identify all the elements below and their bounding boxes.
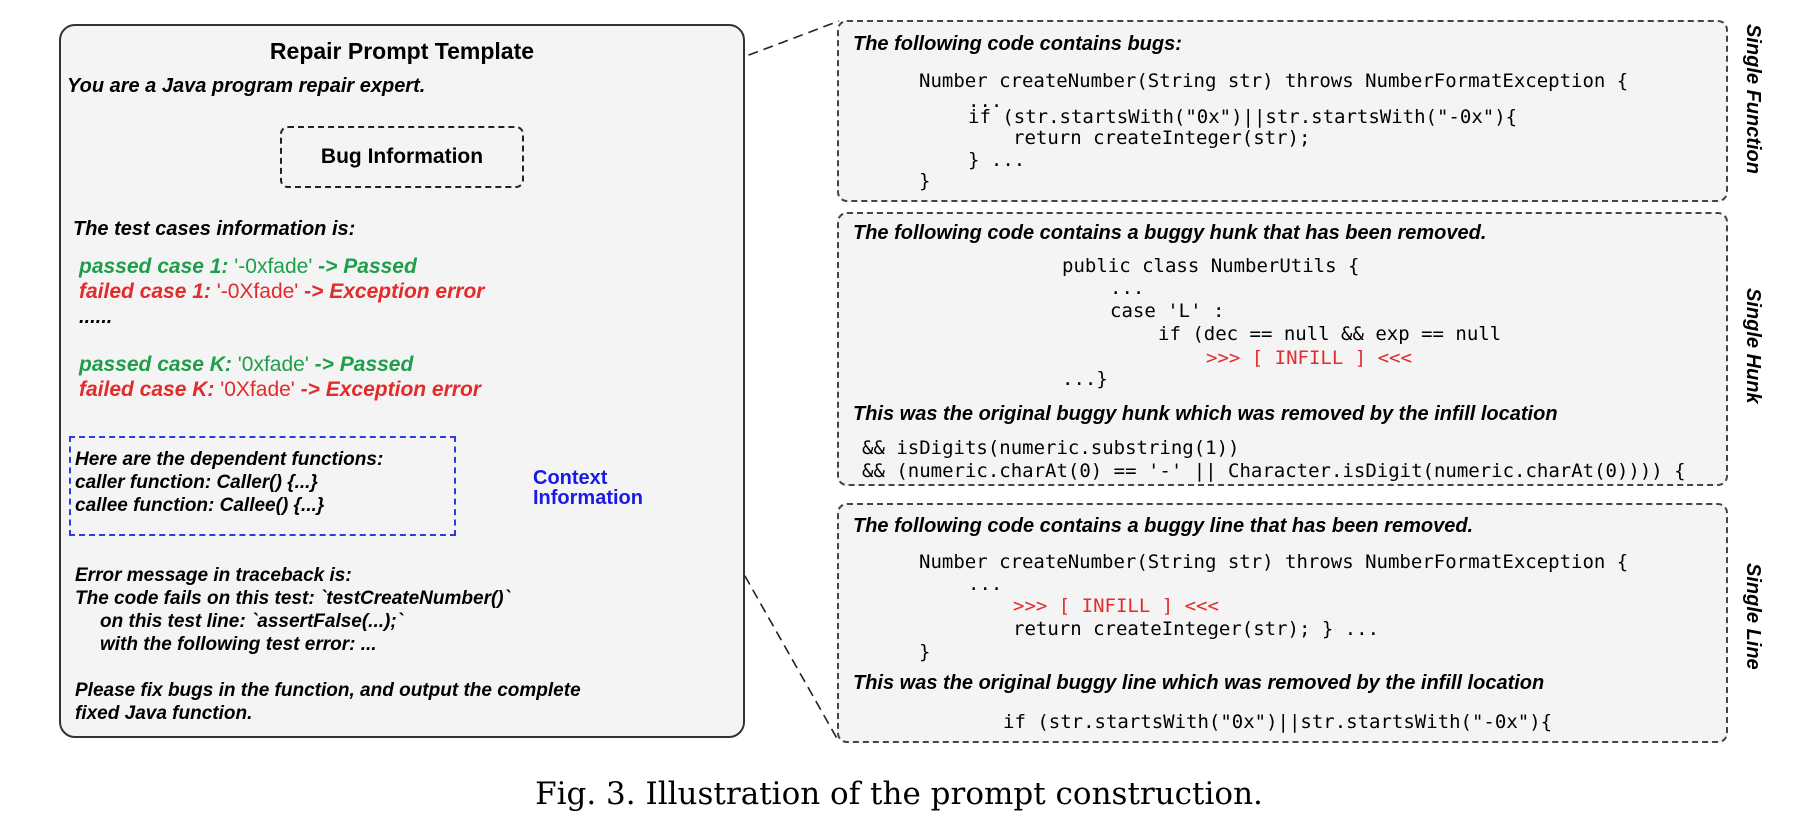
case-result: -> Passed — [318, 255, 417, 278]
code-line: case 'L' : — [1110, 300, 1225, 322]
case-label: failed case K: — [79, 378, 215, 401]
bug-information-label: Bug Information — [320, 145, 484, 168]
context-label-line1: Context — [533, 467, 608, 489]
context-label-line2: Information — [533, 487, 643, 509]
context-information-label: Context Information — [533, 468, 643, 508]
caller-function: caller function: Caller() {...} — [75, 472, 318, 493]
case-value: '-0xfade' — [228, 255, 319, 278]
code-line: } ... — [968, 149, 1026, 171]
single-hunk-label: Single Hunk — [1742, 288, 1764, 404]
code-line: if (str.startsWith("0x")||str.startsWith… — [968, 106, 1518, 128]
template-title: Repair Prompt Template — [269, 38, 535, 64]
single-line-header: The following code contains a buggy line… — [853, 515, 1474, 537]
case-value: '0Xfade' — [214, 378, 301, 401]
test-case-row: failed case 1: '-0Xfade' -> Exception er… — [79, 280, 484, 304]
code-line: Number createNumber(String str) throws N… — [919, 70, 1629, 92]
code-line: ... — [968, 90, 1003, 112]
case-result: -> Passed — [314, 353, 414, 376]
code-line: public class NumberUtils { — [1062, 255, 1360, 277]
test-case-row: failed case K: '0Xfade' -> Exception err… — [79, 378, 481, 402]
single-line-label: Single Line — [1742, 563, 1764, 670]
infill-marker: >>> [ INFILL ] <<< — [1013, 595, 1219, 617]
intro-text: You are a Java program repair expert. — [67, 75, 426, 97]
callee-function: callee function: Callee() {...} — [75, 495, 325, 516]
error-line: with the following test error: ... — [100, 634, 377, 655]
figure-caption: Fig. 3. Illustration of the prompt const… — [535, 776, 1263, 812]
case-label: passed case K: — [79, 353, 232, 376]
code-line: ... — [1110, 277, 1145, 299]
single-hunk-panel — [837, 212, 1728, 486]
original-code-line: if (str.startsWith("0x")||str.startsWith… — [1003, 711, 1553, 733]
single-function-header: The following code contains bugs: — [853, 33, 1182, 55]
error-line: on this test line: `assertFalse(...);` — [100, 611, 403, 632]
dependent-functions-box — [69, 436, 456, 536]
code-line: } — [919, 641, 931, 663]
case-result: -> Exception error — [300, 378, 481, 401]
code-line: } — [919, 170, 931, 192]
test-case-row: passed case K: '0xfade' -> Passed — [79, 353, 413, 377]
single-function-panel — [837, 20, 1728, 202]
code-line: return createInteger(str); — [1013, 127, 1311, 149]
code-line: Number createNumber(String str) throws N… — [919, 551, 1629, 573]
ellipsis: ...... — [79, 306, 113, 328]
original-code-line: && isDigits(numeric.substring(1)) — [862, 437, 1240, 459]
original-hunk-header: This was the original buggy hunk which w… — [853, 403, 1558, 425]
bug-information-box: Bug Information — [280, 126, 524, 188]
infill-marker: >>> [ INFILL ] <<< — [1206, 347, 1412, 369]
error-line: Error message in traceback is: — [75, 565, 352, 586]
original-code-line: && (numeric.charAt(0) == '-' || Characte… — [862, 460, 1686, 482]
fix-instruction-line: fixed Java function. — [75, 703, 253, 724]
case-value: '0xfade' — [231, 353, 315, 376]
dependent-header: Here are the dependent functions: — [75, 449, 384, 470]
fix-instruction-line: Please fix bugs in the function, and out… — [75, 680, 581, 701]
single-function-label: Single Function — [1742, 24, 1764, 174]
test-cases-header: The test cases information is: — [73, 218, 356, 240]
case-value: '-0Xfade' — [210, 280, 305, 303]
single-hunk-header: The following code contains a buggy hunk… — [853, 222, 1487, 244]
code-line: ... — [968, 573, 1003, 595]
code-line: ...} — [1062, 368, 1108, 390]
case-label: failed case 1: — [79, 280, 211, 303]
original-line-header: This was the original buggy line which w… — [853, 672, 1545, 694]
single-line-panel — [837, 503, 1728, 743]
code-line: return createInteger(str); } ... — [1013, 618, 1380, 640]
case-result: -> Exception error — [304, 280, 485, 303]
code-line: if (dec == null && exp == null — [1158, 323, 1502, 345]
test-case-row: passed case 1: '-0xfade' -> Passed — [79, 255, 417, 279]
case-label: passed case 1: — [79, 255, 229, 278]
error-line: The code fails on this test: `testCreate… — [75, 588, 510, 609]
connector-bottom — [523, 185, 840, 743]
